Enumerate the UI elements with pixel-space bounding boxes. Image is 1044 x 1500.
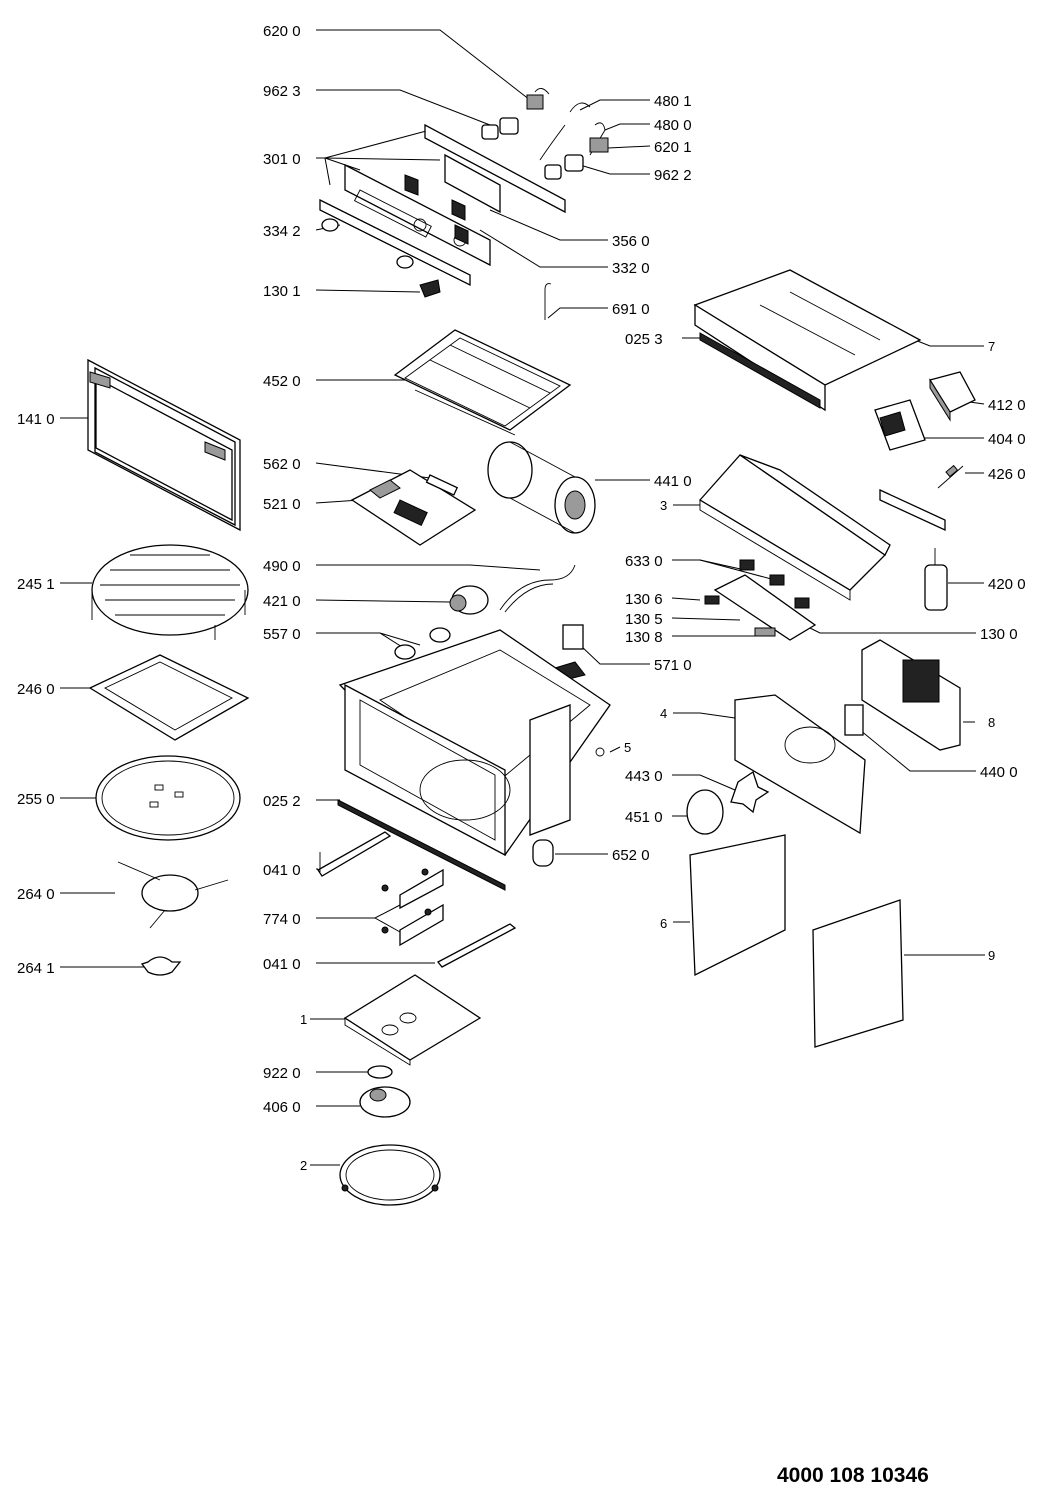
- callout: 5: [624, 740, 631, 755]
- callout: 264 0: [17, 886, 55, 903]
- turntable-motor-406: [359, 1086, 411, 1118]
- waveguide-cover: [861, 639, 961, 751]
- callout: 130 6: [625, 591, 663, 608]
- side-panel-right: [812, 899, 904, 1048]
- hv-diode: [937, 464, 964, 489]
- callout: 7: [988, 339, 995, 354]
- roller-support: [117, 861, 229, 929]
- callout: 255 0: [17, 791, 55, 808]
- callout: 245 1: [17, 576, 55, 593]
- callout: 440 0: [980, 764, 1018, 781]
- lamp: [532, 839, 554, 867]
- turntable-motor-421: [449, 585, 489, 615]
- magnetron: [874, 399, 926, 451]
- thermostat: [394, 627, 451, 660]
- callout: 041 0: [263, 862, 301, 879]
- callout: 6: [660, 916, 667, 931]
- callout: 041 0: [263, 956, 301, 973]
- callout: 620 1: [654, 139, 692, 156]
- convection-motor: [487, 441, 596, 534]
- callout: 451 0: [625, 809, 663, 826]
- callout: 130 5: [625, 611, 663, 628]
- callout: 521 0: [263, 496, 301, 513]
- fan-motor: [844, 704, 864, 736]
- callout: 130 8: [625, 629, 663, 646]
- hv-capacitor: [924, 548, 948, 611]
- callout: 452 0: [263, 373, 301, 390]
- convection-heater: [686, 789, 724, 835]
- baking-tray: [88, 654, 250, 741]
- callout: 652 0: [612, 847, 650, 864]
- transformer: [928, 371, 976, 422]
- callout: 922 0: [263, 1065, 301, 1082]
- callout: 332 0: [612, 260, 650, 277]
- side-panel-left: [689, 834, 786, 977]
- door: [87, 358, 241, 532]
- callout: 480 1: [654, 93, 692, 110]
- callout: 562 0: [263, 456, 301, 473]
- power-cord: [499, 564, 576, 613]
- base-plate: [343, 974, 482, 1066]
- coupler: [140, 956, 182, 976]
- callout: 620 0: [263, 23, 301, 40]
- back-cover: [734, 694, 866, 835]
- callout-labels: 620 0 962 3 301 0 334 2 130 1 480 1 480 …: [17, 23, 1026, 1173]
- control-pcb: [350, 469, 477, 546]
- callout: 356 0: [612, 233, 650, 250]
- callout: 9: [988, 948, 995, 963]
- rail-upper: [317, 831, 392, 877]
- callout: 557 0: [263, 626, 301, 643]
- control-panel-assembly: [319, 88, 609, 298]
- callout: 264 1: [17, 960, 55, 977]
- callout: 421 0: [263, 593, 301, 610]
- callout: 301 0: [263, 151, 301, 168]
- callout: 480 0: [654, 117, 692, 134]
- callout: 141 0: [17, 411, 55, 428]
- callout: 962 3: [263, 83, 301, 100]
- rail-lower: [437, 923, 517, 968]
- convection-fan: [730, 770, 770, 814]
- document-number: 4000 108 10346: [777, 1464, 929, 1487]
- callout: 633 0: [625, 553, 663, 570]
- callout: 1: [300, 1012, 307, 1027]
- callout: 130 1: [263, 283, 301, 300]
- callout: 426 0: [988, 466, 1026, 483]
- switch-bracket: [704, 559, 817, 641]
- top-cover: [693, 269, 922, 412]
- callout: 4: [660, 706, 667, 721]
- callout: 130 0: [980, 626, 1018, 643]
- wire-rack: [91, 544, 249, 640]
- callout: 406 0: [263, 1099, 301, 1116]
- callout: 420 0: [988, 576, 1026, 593]
- callout: 025 2: [263, 793, 301, 810]
- callout: 3: [660, 498, 667, 513]
- glass-turntable: [95, 755, 241, 841]
- callout: 8: [988, 715, 995, 730]
- callout: 490 0: [263, 558, 301, 575]
- callout: 412 0: [988, 397, 1026, 414]
- washer: [367, 1065, 393, 1079]
- chassis-bracket: [698, 454, 946, 601]
- callout: 962 2: [654, 167, 692, 184]
- front-bottom-trim: [337, 799, 506, 891]
- callout: 246 0: [17, 681, 55, 698]
- noise-filter: [554, 624, 586, 681]
- callout: 025 3: [625, 331, 663, 348]
- callout: 2: [300, 1158, 307, 1173]
- grill-element: [393, 283, 572, 436]
- oven-cavity: [338, 629, 611, 857]
- callout: 443 0: [625, 768, 663, 785]
- callout: 774 0: [263, 911, 301, 928]
- mounting-brackets: [381, 868, 444, 947]
- callout: 404 0: [988, 431, 1026, 448]
- bottom-ring: [339, 1144, 441, 1206]
- callout: 334 2: [263, 223, 301, 240]
- callout: 691 0: [612, 301, 650, 318]
- callout: 571 0: [654, 657, 692, 674]
- callout: 441 0: [654, 473, 692, 490]
